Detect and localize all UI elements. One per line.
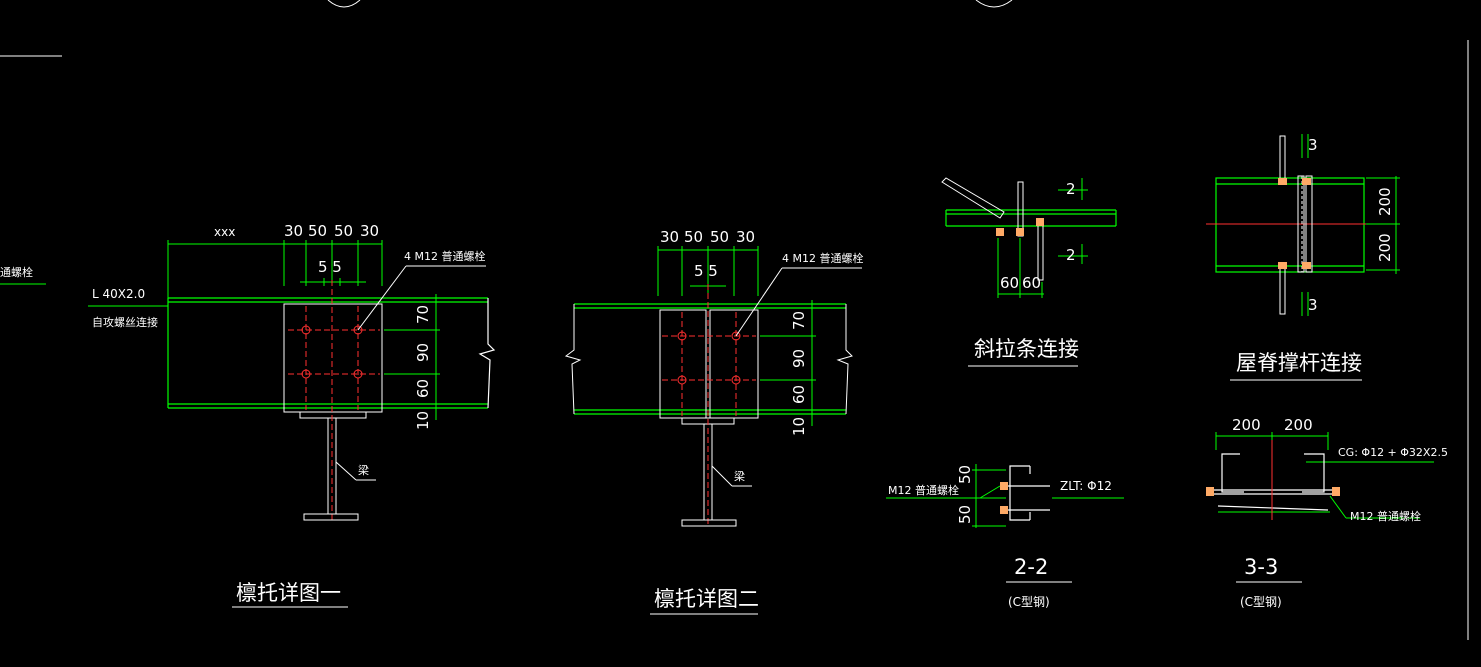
ridge-dim-bottom: 3 <box>1308 296 1318 314</box>
detail1-dim-top-4: 30 <box>360 222 379 240</box>
section33-cg-note: CG: Φ12 + Φ32X2.5 <box>1338 446 1448 459</box>
detail2-dim-right-1: 90 <box>790 349 808 368</box>
detail2-dim-right-2: 60 <box>790 385 808 404</box>
ridge-dim-right-0: 200 <box>1376 187 1394 216</box>
detail1-bolt-note: 4 M12 普通螺栓 <box>404 249 485 263</box>
ridge-dim-top: 3 <box>1308 136 1318 154</box>
detail1-angle-note-2: 自攻螺丝连接 <box>92 315 158 329</box>
section22-dim-1: 50 <box>956 505 974 524</box>
ridge-dim-right-1: 200 <box>1376 233 1394 262</box>
detail2-dim-top-2: 50 <box>710 228 729 246</box>
detail1-dim-55: 5 5 <box>318 258 342 276</box>
detail1-dim-top-1: 30 <box>284 222 303 240</box>
detail2-bolt-note: 4 M12 普通螺栓 <box>782 251 863 265</box>
detail2-dim-right-0: 70 <box>790 311 808 330</box>
detail1-dim-right-1: 90 <box>414 343 432 362</box>
detail1-dim-right-0: 70 <box>414 305 432 324</box>
left-edge-fragment: 通螺栓 <box>0 55 62 285</box>
detail1-title: 檩托详图一 <box>236 581 341 605</box>
ridge-title: 屋脊撑杆连接 <box>1236 351 1362 375</box>
section22-subtitle: (C型钢) <box>1008 595 1050 609</box>
detail2-dim-top-0: 30 <box>660 228 679 246</box>
detail1-dim-top-3: 50 <box>334 222 353 240</box>
section33-bolt-note: M12 普通螺栓 <box>1350 509 1421 523</box>
section-3-3: 200 200 CG: Φ12 + Φ32X2.5 M12 普通螺栓 3-3 (… <box>1206 416 1448 609</box>
section33-dim-top-0: 200 <box>1232 416 1261 434</box>
brace-dim-bottom-1: 60 <box>1022 274 1041 292</box>
brace-dim-top: 2 <box>1066 180 1076 198</box>
detail1-angle-note-1: L 40X2.0 <box>92 287 145 301</box>
section-2-2: 50 50 M12 普通螺栓 ZLT: Φ12 2-2 (C型钢) <box>886 464 1124 609</box>
ridge-strut-connection: 3 3 200 200 屋脊撑杆连接 <box>1206 134 1400 381</box>
top-circle-marks <box>327 0 1013 8</box>
detail2-dim-55: 5 5 <box>694 262 718 280</box>
brace-dim-bottom: 2 <box>1066 246 1076 264</box>
detail1-dim-right-2: 60 <box>414 379 432 398</box>
section22-title: 2-2 <box>1014 555 1048 579</box>
section22-dim-0: 50 <box>956 465 974 484</box>
detail1-beam-label: 梁 <box>358 463 369 477</box>
left-edge-note: 通螺栓 <box>0 265 33 279</box>
detail2-dim-right-3: 10 <box>790 417 808 436</box>
section22-zlt-note: ZLT: Φ12 <box>1060 479 1112 493</box>
detail1-dim-right-3: 10 <box>414 411 432 430</box>
detail1-dim-xxx: xxx <box>214 225 235 239</box>
detail2-dim-top-1: 50 <box>684 228 703 246</box>
section33-title: 3-3 <box>1244 555 1278 579</box>
detail2-dim-top-3: 30 <box>736 228 755 246</box>
diagonal-brace-connection: 2 2 60 60 斜拉条连接 <box>941 177 1117 367</box>
brace-title: 斜拉条连接 <box>974 337 1079 361</box>
section33-dim-top-1: 200 <box>1284 416 1313 434</box>
section33-subtitle: (C型钢) <box>1240 595 1282 609</box>
detail1-dim-top-2: 50 <box>308 222 327 240</box>
purlin-bracket-detail-1: 梁 70 90 60 10 4 M12 普通螺栓 L 40X2.0 自攻螺丝连接… <box>88 222 496 608</box>
section22-bolt-note: M12 普通螺栓 <box>888 483 959 497</box>
detail2-title: 檩托详图二 <box>654 587 759 611</box>
detail2-beam-label: 梁 <box>734 469 745 483</box>
purlin-bracket-detail-2: 梁 70 90 60 10 4 M12 普通螺栓 30 50 50 30 5 5… <box>564 228 863 615</box>
brace-dim-bottom-0: 60 <box>1000 274 1019 292</box>
